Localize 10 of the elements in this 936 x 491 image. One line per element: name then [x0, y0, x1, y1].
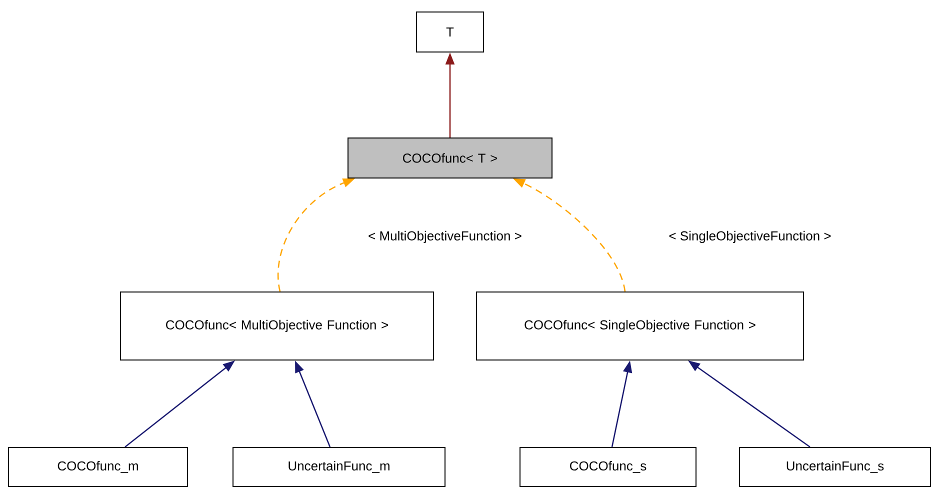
class-box: COCOfunc< SingleObjective Function > — [476, 292, 804, 360]
class-box: UncertainFunc_s — [739, 447, 931, 487]
class-box: COCOfunc_s — [520, 447, 696, 487]
class-box: COCOfunc_m — [8, 447, 188, 487]
edge-label: < SingleObjectiveFunction > — [668, 230, 832, 244]
class-box: COCOfunc< MultiObjective Function > — [120, 292, 434, 360]
edge-label: < MultiObjectiveFunction > — [367, 230, 523, 244]
class-box: UncertainFunc_m — [232, 447, 446, 487]
class-box: COCOfunc< T > — [348, 138, 552, 178]
class-box: T — [416, 12, 484, 52]
